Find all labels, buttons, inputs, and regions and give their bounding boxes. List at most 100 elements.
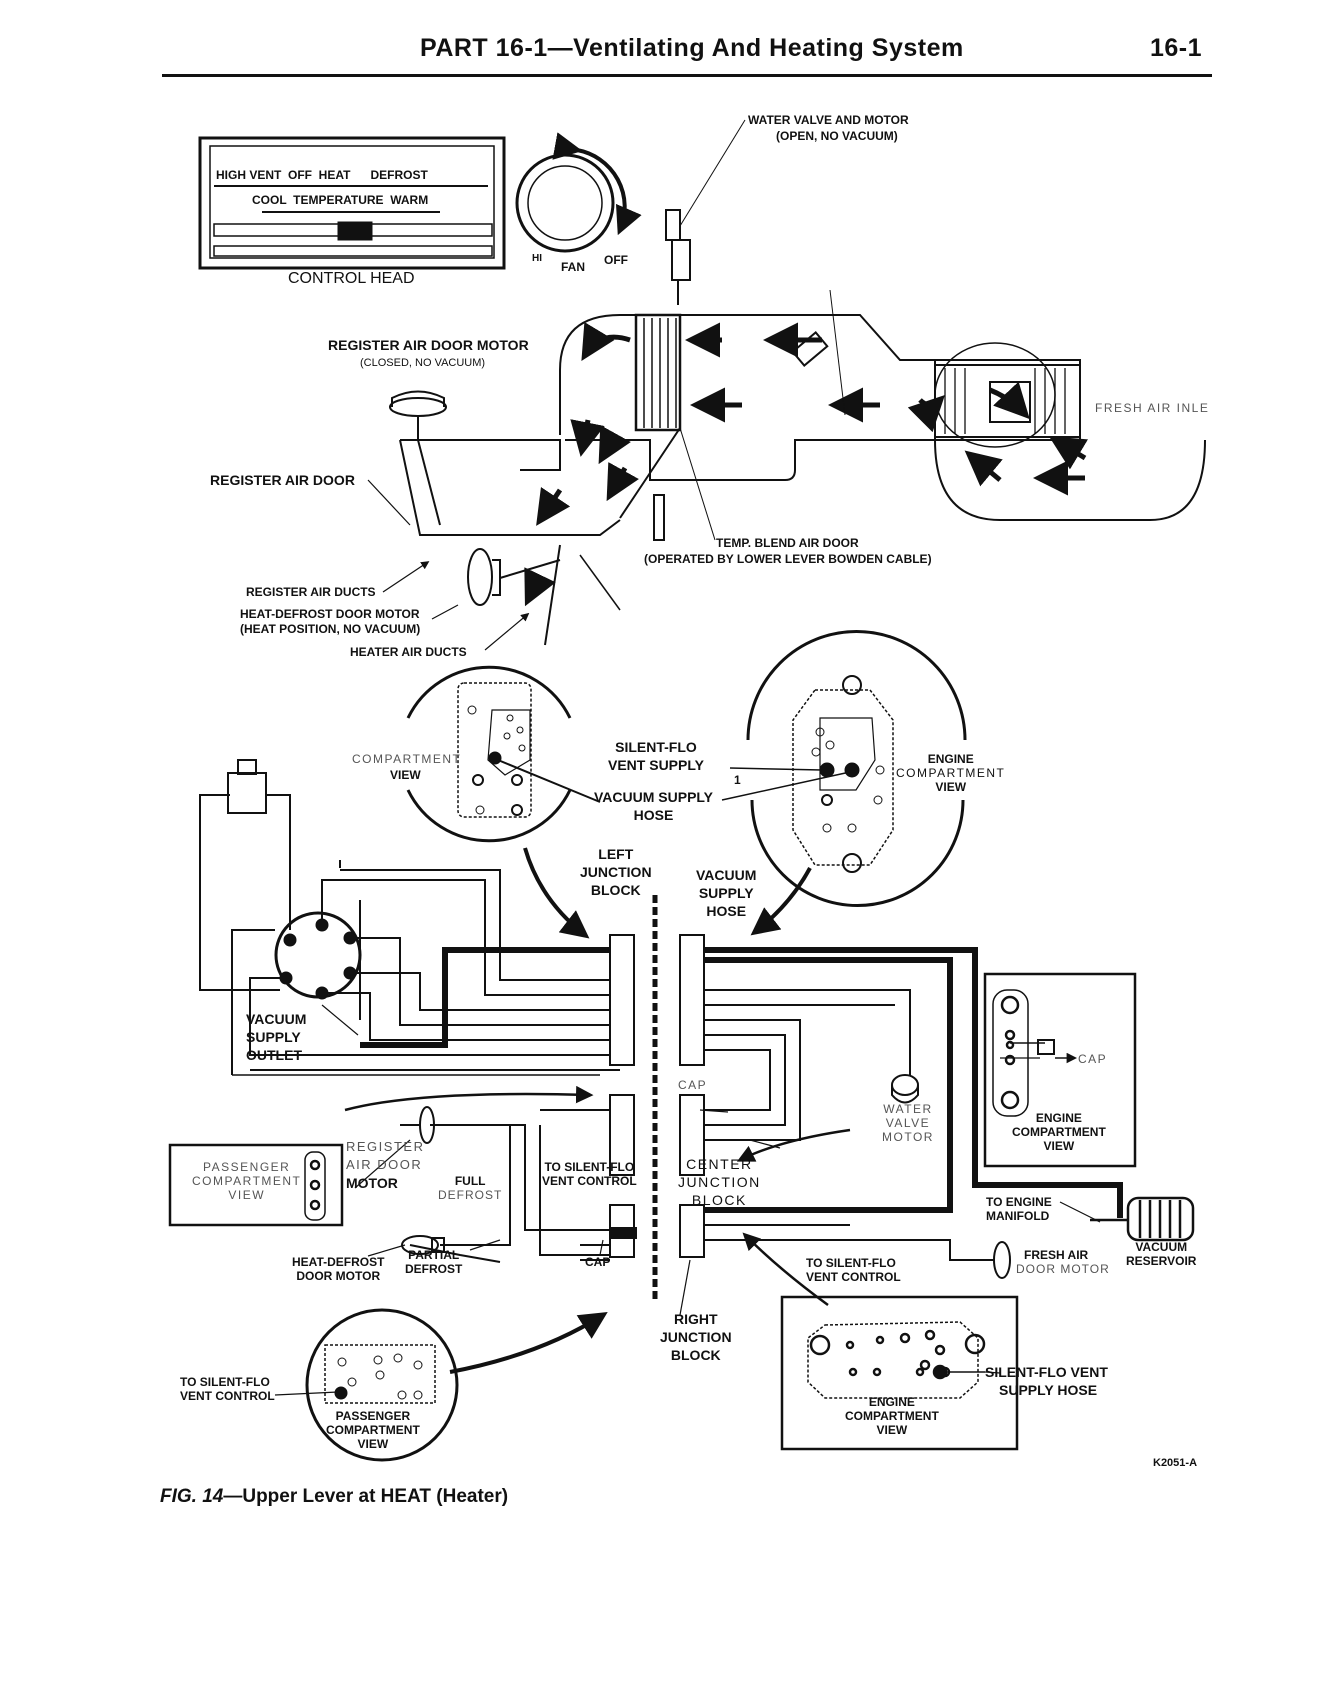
pcv-bottom-line-1: PASSENGER xyxy=(335,1409,411,1423)
register-door-motor-lower xyxy=(400,1106,435,1144)
pcv-bottom-line-2: COMPARTMENT xyxy=(326,1423,420,1437)
header-rule xyxy=(162,74,1212,77)
heater-core xyxy=(634,313,682,432)
vsh-line-1: VACUUM xyxy=(696,867,757,883)
temp-blend-air-door-label: TEMP. BLEND AIR DOOR xyxy=(716,536,859,550)
control-head-modes: HIGH VENT OFF HEAT DEFROST xyxy=(216,168,428,182)
tem-line-2: MANIFOLD xyxy=(986,1209,1050,1223)
ljb-line-3: BLOCK xyxy=(590,882,641,898)
cap-upper-right-label: CAP xyxy=(1078,1052,1108,1066)
engine-compartment-view-top-label: ENGINE COMPARTMENT VIEW xyxy=(896,752,1005,794)
center-junction-block-label: CENTER JUNCTION BLOCK xyxy=(678,1155,761,1209)
control-head xyxy=(198,136,506,270)
wvm-line-1: WATER xyxy=(883,1102,933,1116)
left-junction-block-label: LEFT JUNCTION BLOCK xyxy=(580,845,652,899)
partial-defrost-label: PARTIAL DEFROST xyxy=(405,1248,462,1276)
to-silent-flo-vent-control-a-label: TO SILENT-FLO VENT CONTROL xyxy=(542,1160,637,1188)
silent-flo-vent-supply-line-2: VENT SUPPLY xyxy=(608,757,704,773)
vso-line-2: SUPPLY xyxy=(246,1029,301,1045)
figure-caption: FIG. 14—Upper Lever at HEAT (Heater) xyxy=(160,1486,508,1508)
engine-compartment-view-bottom xyxy=(780,1295,1019,1451)
rjb-line-1: RIGHT xyxy=(674,1311,718,1327)
vacuum-supply-hose-top-label: VACUUM SUPPLY HOSE xyxy=(594,788,713,824)
ecv-top-line-2: COMPARTMENT xyxy=(896,766,1006,780)
full-defrost-label: FULL DEFROST xyxy=(438,1174,502,1202)
heater-air-ducts-label: HEATER AIR DUCTS xyxy=(350,645,467,659)
engine-compartment-view-right-label: ENGINE COMPARTMENT VIEW xyxy=(1012,1111,1106,1153)
pcv-left-line-1: PASSENGER xyxy=(203,1160,291,1174)
register-air-ducts-label: REGISTER AIR DUCTS xyxy=(246,585,376,599)
sfvsh-line-2: SUPPLY HOSE xyxy=(999,1382,1098,1398)
heat-defrost-door-motor-state: (HEAT POSITION, NO VACUUM) xyxy=(240,622,421,636)
cjb-line-2: JUNCTION xyxy=(678,1174,761,1190)
fan-switch xyxy=(515,132,642,253)
cjb-line-3: BLOCK xyxy=(691,1192,747,1208)
temp-blend-air-door xyxy=(619,289,846,541)
water-valve-motor-small xyxy=(891,1074,919,1104)
wvm-line-2: VALVE xyxy=(885,1116,931,1130)
vr-line-1: VACUUM xyxy=(1135,1240,1188,1254)
right-side-lines xyxy=(580,989,995,1261)
tsfvc-c-line-2: VENT CONTROL xyxy=(180,1389,275,1403)
ecv-right-line-2: COMPARTMENT xyxy=(1012,1125,1106,1139)
to-silent-flo-vent-control-c-label: TO SILENT-FLO VENT CONTROL xyxy=(180,1375,275,1403)
rjb-line-2: JUNCTION xyxy=(660,1329,732,1345)
register-air-door-label: REGISTER AIR DOOR xyxy=(210,472,355,488)
radm-line-3: MOTOR xyxy=(346,1175,398,1191)
tem-line-1: TO ENGINE xyxy=(986,1195,1052,1209)
full-defrost-line-1: FULL xyxy=(454,1174,486,1188)
right-junction-block-label: RIGHT JUNCTION BLOCK xyxy=(660,1310,732,1364)
vacuum-supply-outlet-label: VACUUM SUPPLY OUTLET xyxy=(246,1010,306,1064)
vacuum-lines xyxy=(199,794,620,1076)
hddm-line-1: HEAT-DEFROST xyxy=(292,1255,385,1269)
to-engine-manifold-label: TO ENGINE MANIFOLD xyxy=(986,1195,1052,1223)
engine-compartment-view-right xyxy=(983,972,1137,1168)
tsfvc-b-line-1: TO SILENT-FLO xyxy=(806,1256,896,1270)
center-junction-block xyxy=(609,1094,635,1176)
fresh-air-inlet-label: FRESH AIR INLE xyxy=(1095,401,1210,415)
vacuum-supply-main xyxy=(360,947,1123,1218)
register-air-door-motor-label: REGISTER AIR DOOR MOTOR xyxy=(328,337,529,353)
radm-line-2: AIR DOOR xyxy=(346,1157,423,1172)
engine-compartment-view-top xyxy=(721,630,967,907)
fan-off-label: OFF xyxy=(604,253,628,267)
heat-defrost-door-motor-lower-label: HEAT-DEFROST DOOR MOTOR xyxy=(292,1255,384,1283)
fan-hi-label: HI xyxy=(532,253,542,264)
figure-caption-text: —Upper Lever at HEAT (Heater) xyxy=(223,1486,509,1507)
vacuum-reservoir xyxy=(1090,1196,1195,1242)
cap-lower-label: CAP xyxy=(585,1255,611,1269)
passenger-compartment-view-left-label: PASSENGER COMPARTMENT VIEW xyxy=(192,1160,301,1202)
ecv-bottom-line-3: VIEW xyxy=(876,1423,908,1437)
engine-compartment-view-bottom-label: ENGINE COMPARTMENT VIEW xyxy=(845,1395,939,1437)
pd-line-2: DEFROST xyxy=(405,1262,463,1276)
ecv-bottom-line-1: ENGINE xyxy=(868,1395,915,1409)
water-valve-motor-label: WATER VALVE AND MOTOR xyxy=(748,113,909,127)
junction-blocks xyxy=(609,895,705,1300)
fan-label: FAN xyxy=(561,260,585,274)
vacuum-reservoir-label: VACUUM RESERVOIR xyxy=(1126,1240,1196,1268)
hddm-line-2: DOOR MOTOR xyxy=(296,1269,381,1283)
passenger-compartment-view-bottom-label: PASSENGER COMPARTMENT VIEW xyxy=(326,1409,420,1451)
ljb-line-1: LEFT xyxy=(598,846,634,862)
heat-defrost-motor-lower xyxy=(401,1235,445,1255)
pd-line-1: PARTIAL xyxy=(408,1248,460,1262)
vsh-line-2: SUPPLY xyxy=(698,885,754,901)
water-valve-motor-small-label: WATER VALVE MOTOR xyxy=(882,1102,934,1144)
ljb-line-2: JUNCTION xyxy=(580,864,652,880)
ecv-right-line-3: VIEW xyxy=(1043,1139,1075,1153)
airflow-arrows xyxy=(524,321,1089,607)
passenger-compartment-view-top xyxy=(406,665,601,843)
passenger-compartment-view-bottom xyxy=(305,1308,459,1462)
vso-line-3: OUTLET xyxy=(246,1047,302,1063)
register-air-door-motor xyxy=(389,390,447,526)
heat-defrost-door-motor-label: HEAT-DEFROST DOOR MOTOR xyxy=(240,607,420,621)
leader-lines-lower xyxy=(274,1004,1101,1396)
fadm-line-2: DOOR MOTOR xyxy=(1016,1262,1110,1276)
section-title: PART 16-1—Ventilating And Heating System xyxy=(420,34,964,62)
control-head-temp: COOL TEMPERATURE WARM xyxy=(252,193,429,207)
figure-code: K2051-A xyxy=(1153,1457,1198,1469)
fresh-air-door-motor-label: FRESH AIR DOOR MOTOR xyxy=(1016,1248,1110,1276)
vacuum-supply-hose-top-line-2: HOSE xyxy=(633,807,674,823)
compartment-label-a: COMPARTMENT xyxy=(352,752,462,766)
